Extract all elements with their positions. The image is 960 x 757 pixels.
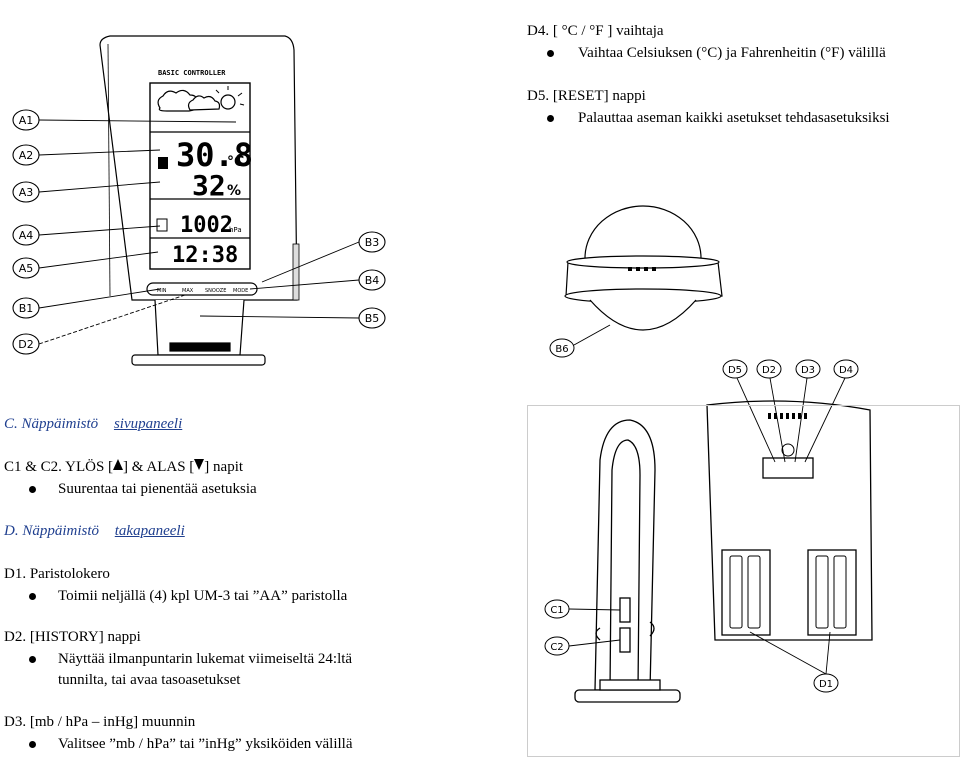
d1-bullet: Toimii neljällä (4) kpl UM-3 tai ”AA” pa…	[58, 588, 348, 604]
d5-title: D5. [RESET] nappi	[527, 88, 646, 104]
sensor-dome-top	[584, 205, 702, 311]
bullet-dot	[29, 486, 36, 493]
callout-b6: B6	[555, 344, 568, 355]
d5-bullet: Palauttaa aseman kaikki asetukset tehdas…	[578, 110, 890, 126]
callout-b5: B5	[365, 312, 380, 325]
d2-bullet-line2: tunnilta, tai avaa tasoasetukset	[58, 672, 241, 688]
lcd-pressure: 1002	[180, 213, 233, 238]
sun-icon	[220, 94, 236, 110]
up-arrow-icon	[113, 459, 124, 470]
button-label-snooze: SNOOZE	[205, 288, 226, 294]
cloud-icon-2	[187, 95, 221, 111]
image-frame-rear	[527, 405, 960, 757]
cloud-icon	[157, 89, 198, 112]
d2-title: D2. [HISTORY] nappi	[4, 629, 141, 645]
c1-title-mid: ] & ALAS [	[123, 459, 195, 475]
callout-a3: A3	[19, 186, 34, 199]
c1-title: C1 & C2. YLÖS [ ] & ALAS [ ] napit	[4, 458, 243, 476]
lcd-temperature: 30.8	[176, 136, 253, 174]
callout-b3: B3	[365, 236, 380, 249]
button-label-min: MIN	[157, 288, 167, 294]
bullet-dot	[547, 50, 554, 57]
callout-a1: A1	[19, 114, 34, 127]
callout-d4: D4	[839, 365, 853, 376]
section-d-heading-rest: takapaneeli	[114, 523, 185, 539]
lcd-header: BASIC CONTROLLER	[158, 69, 226, 77]
button-label-mode: MODE	[233, 288, 248, 294]
callout-d3: D3	[801, 365, 815, 376]
callout-a5: A5	[19, 262, 34, 275]
callout-b4: B4	[365, 274, 380, 287]
lcd-time: 12:38	[172, 243, 238, 268]
down-arrow-icon	[194, 459, 205, 470]
lcd-humidity-unit: %	[227, 183, 241, 199]
d3-bullet: Valitsee ”mb / hPa” tai ”inHg” yksiköide…	[58, 736, 353, 752]
callout-d2-front: D2	[18, 338, 33, 351]
callout-b1: B1	[19, 302, 34, 315]
callout-a2: A2	[19, 149, 34, 162]
lcd-humidity: 32	[192, 169, 226, 202]
d1-title: D1. Paristolokero	[4, 566, 110, 582]
d2-bullet-line1: Näyttää ilmanpuntarin lukemat viimeiselt…	[58, 651, 353, 667]
bullet-dot	[547, 115, 554, 122]
bullet-dot	[29, 593, 36, 600]
bullet-dot	[29, 741, 36, 748]
front-button-bar	[146, 282, 258, 296]
lcd-temperature-unit: °C	[227, 154, 244, 170]
d3-title: D3. [mb / hPa – inHg] muunnin	[4, 714, 196, 730]
callout-d2-back: D2	[762, 365, 776, 376]
lcd-pressure-unit: hPa	[229, 226, 242, 234]
d4-title: D4. [ °C / °F ] vaihtaja	[527, 23, 664, 39]
c1-title-start: C1 & C2. YLÖS [	[4, 459, 114, 475]
section-c-heading: C. Näppäimistö sivupaneeli	[4, 415, 182, 433]
callout-d5: D5	[728, 365, 742, 376]
sensor-housing	[565, 261, 723, 297]
section-c-heading-prefix: C. Näppäimistö	[4, 416, 99, 432]
c1-title-end: ] napit	[204, 459, 244, 475]
c1-bullet: Suurentaa tai pienentää asetuksia	[58, 481, 257, 497]
bullet-dot	[29, 656, 36, 663]
section-c-heading-rest: sivupaneeli	[113, 416, 183, 432]
section-d-heading-prefix: D. Näppäimistö	[4, 523, 100, 539]
d4-bullet: Vaihtaa Celsiuksen (°C) ja Fahrenheitin …	[578, 45, 886, 61]
callout-a4: A4	[19, 229, 34, 242]
button-label-max: MAX	[182, 288, 194, 294]
front-unit-diagram: BASIC CONTROLLER 30.8 °C 32 % 1002 hPa 1…	[12, 35, 386, 366]
section-d-heading: D. Näppäimistö takapaneeli	[4, 522, 185, 540]
